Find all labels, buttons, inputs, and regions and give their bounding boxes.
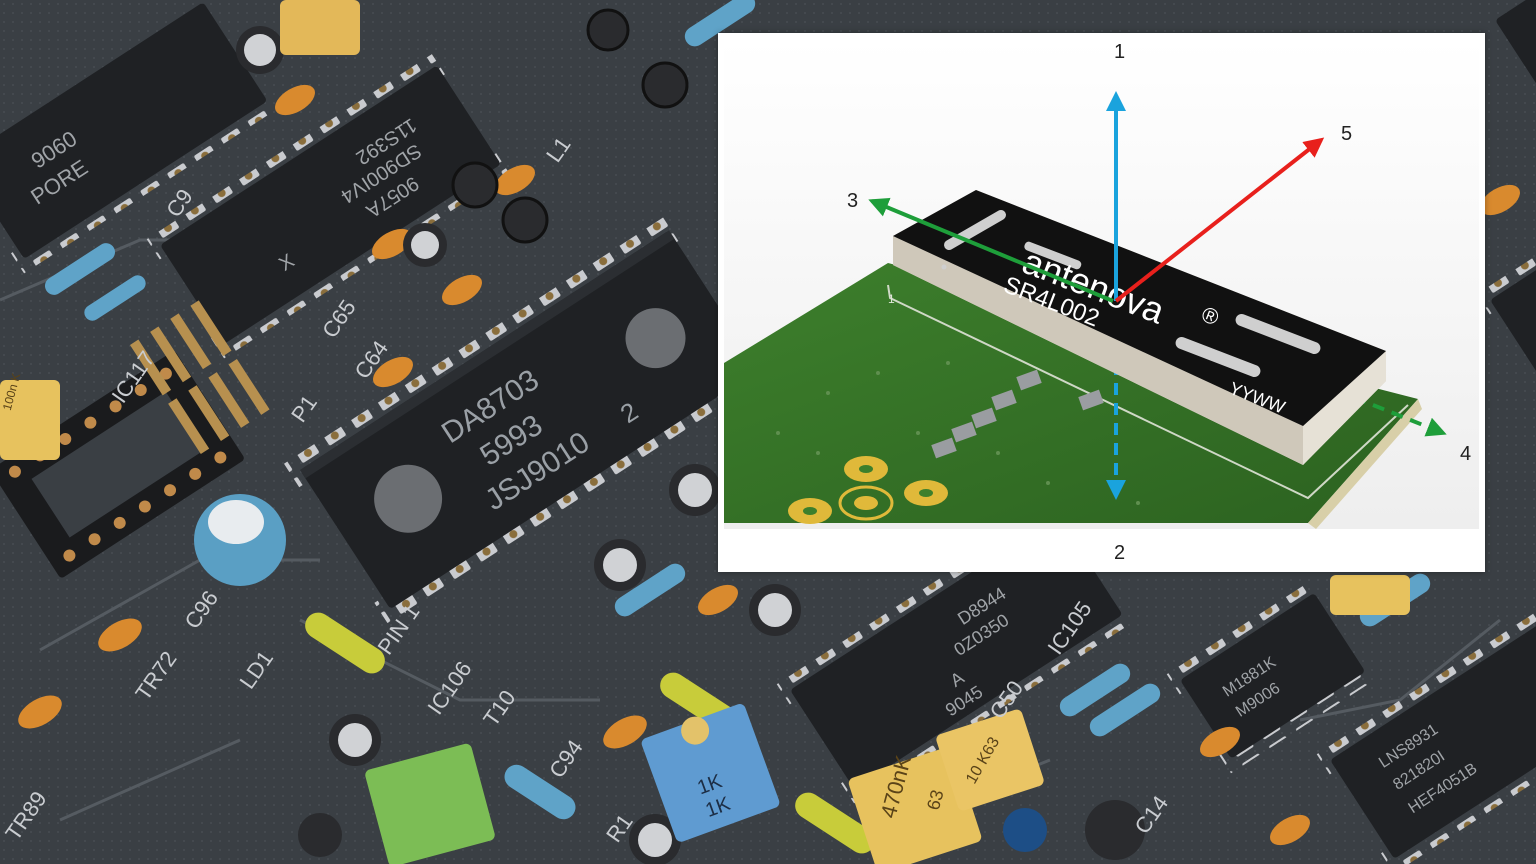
chip-hef4051b: LNS8931 821820I HEF4051B: [1316, 612, 1536, 864]
chip-9060: 9060 PORE: [0, 3, 276, 274]
chip-11s392: 11S392 SD900IV4 9057A X: [146, 54, 510, 359]
antenna-3d-illustration: antenova ® SR4L002 YYWW 1: [724, 39, 1479, 529]
trimmer-pot: 1K 1K: [641, 704, 780, 842]
header-pins: [130, 300, 270, 455]
axis-1-label: 1: [1114, 41, 1126, 63]
axis-2-label: 2: [1114, 542, 1126, 564]
electrolytic-capacitors: [194, 26, 1145, 864]
axis-4-label: 4: [1460, 443, 1472, 465]
chip-da8703: DA8703 5993 JSJ9010 2: [283, 213, 776, 627]
axis-3-line: [868, 197, 1114, 303]
inductors: [451, 8, 689, 244]
film-capacitors: [0, 0, 1410, 864]
axis-5-line: [1114, 137, 1325, 303]
orange-capacitors: [18, 84, 1520, 846]
antenna-pin-mark: 1: [888, 292, 895, 306]
axis-5-label: 5: [1341, 123, 1353, 145]
antenna-radiation-diagram: antenova ® SR4L002 YYWW 1 1 2 3 4 5: [718, 33, 1485, 572]
axis-3-label: 3: [847, 190, 859, 212]
chip-right-middle: [1476, 185, 1536, 398]
chip-m1881k: M1881K M9006: [1166, 581, 1374, 774]
pcb-board: [724, 263, 1422, 529]
pcb-pads: [788, 456, 948, 524]
